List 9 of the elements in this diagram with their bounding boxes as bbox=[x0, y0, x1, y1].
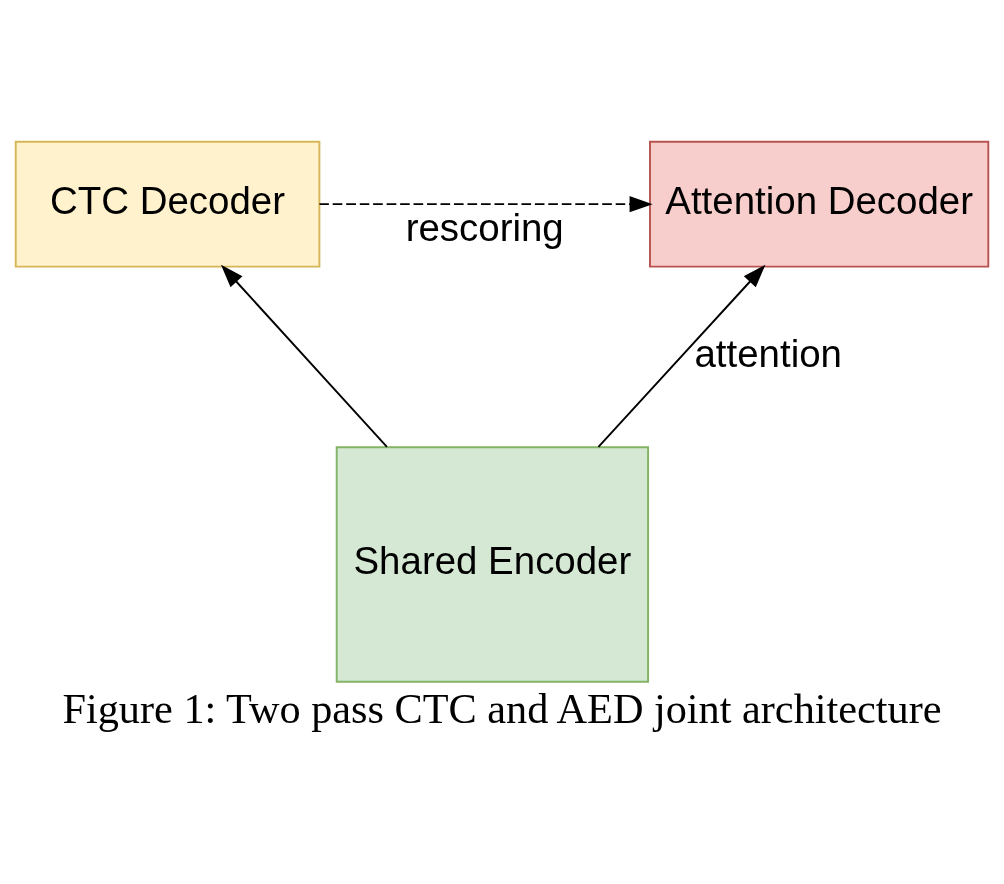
arrow bbox=[220, 264, 388, 448]
node-box: Shared Encoder bbox=[335, 445, 650, 683]
caption: Figure 1: Two pass CTC and AED joint architecture bbox=[62, 684, 942, 732]
node-box: CTC Decoder bbox=[14, 140, 321, 268]
arrow bbox=[597, 264, 766, 448]
node-box: Attention Decoder bbox=[649, 140, 990, 268]
arrow bbox=[318, 195, 653, 212]
edge-label: attention bbox=[694, 331, 842, 375]
edge-label: rescoring bbox=[405, 205, 564, 249]
